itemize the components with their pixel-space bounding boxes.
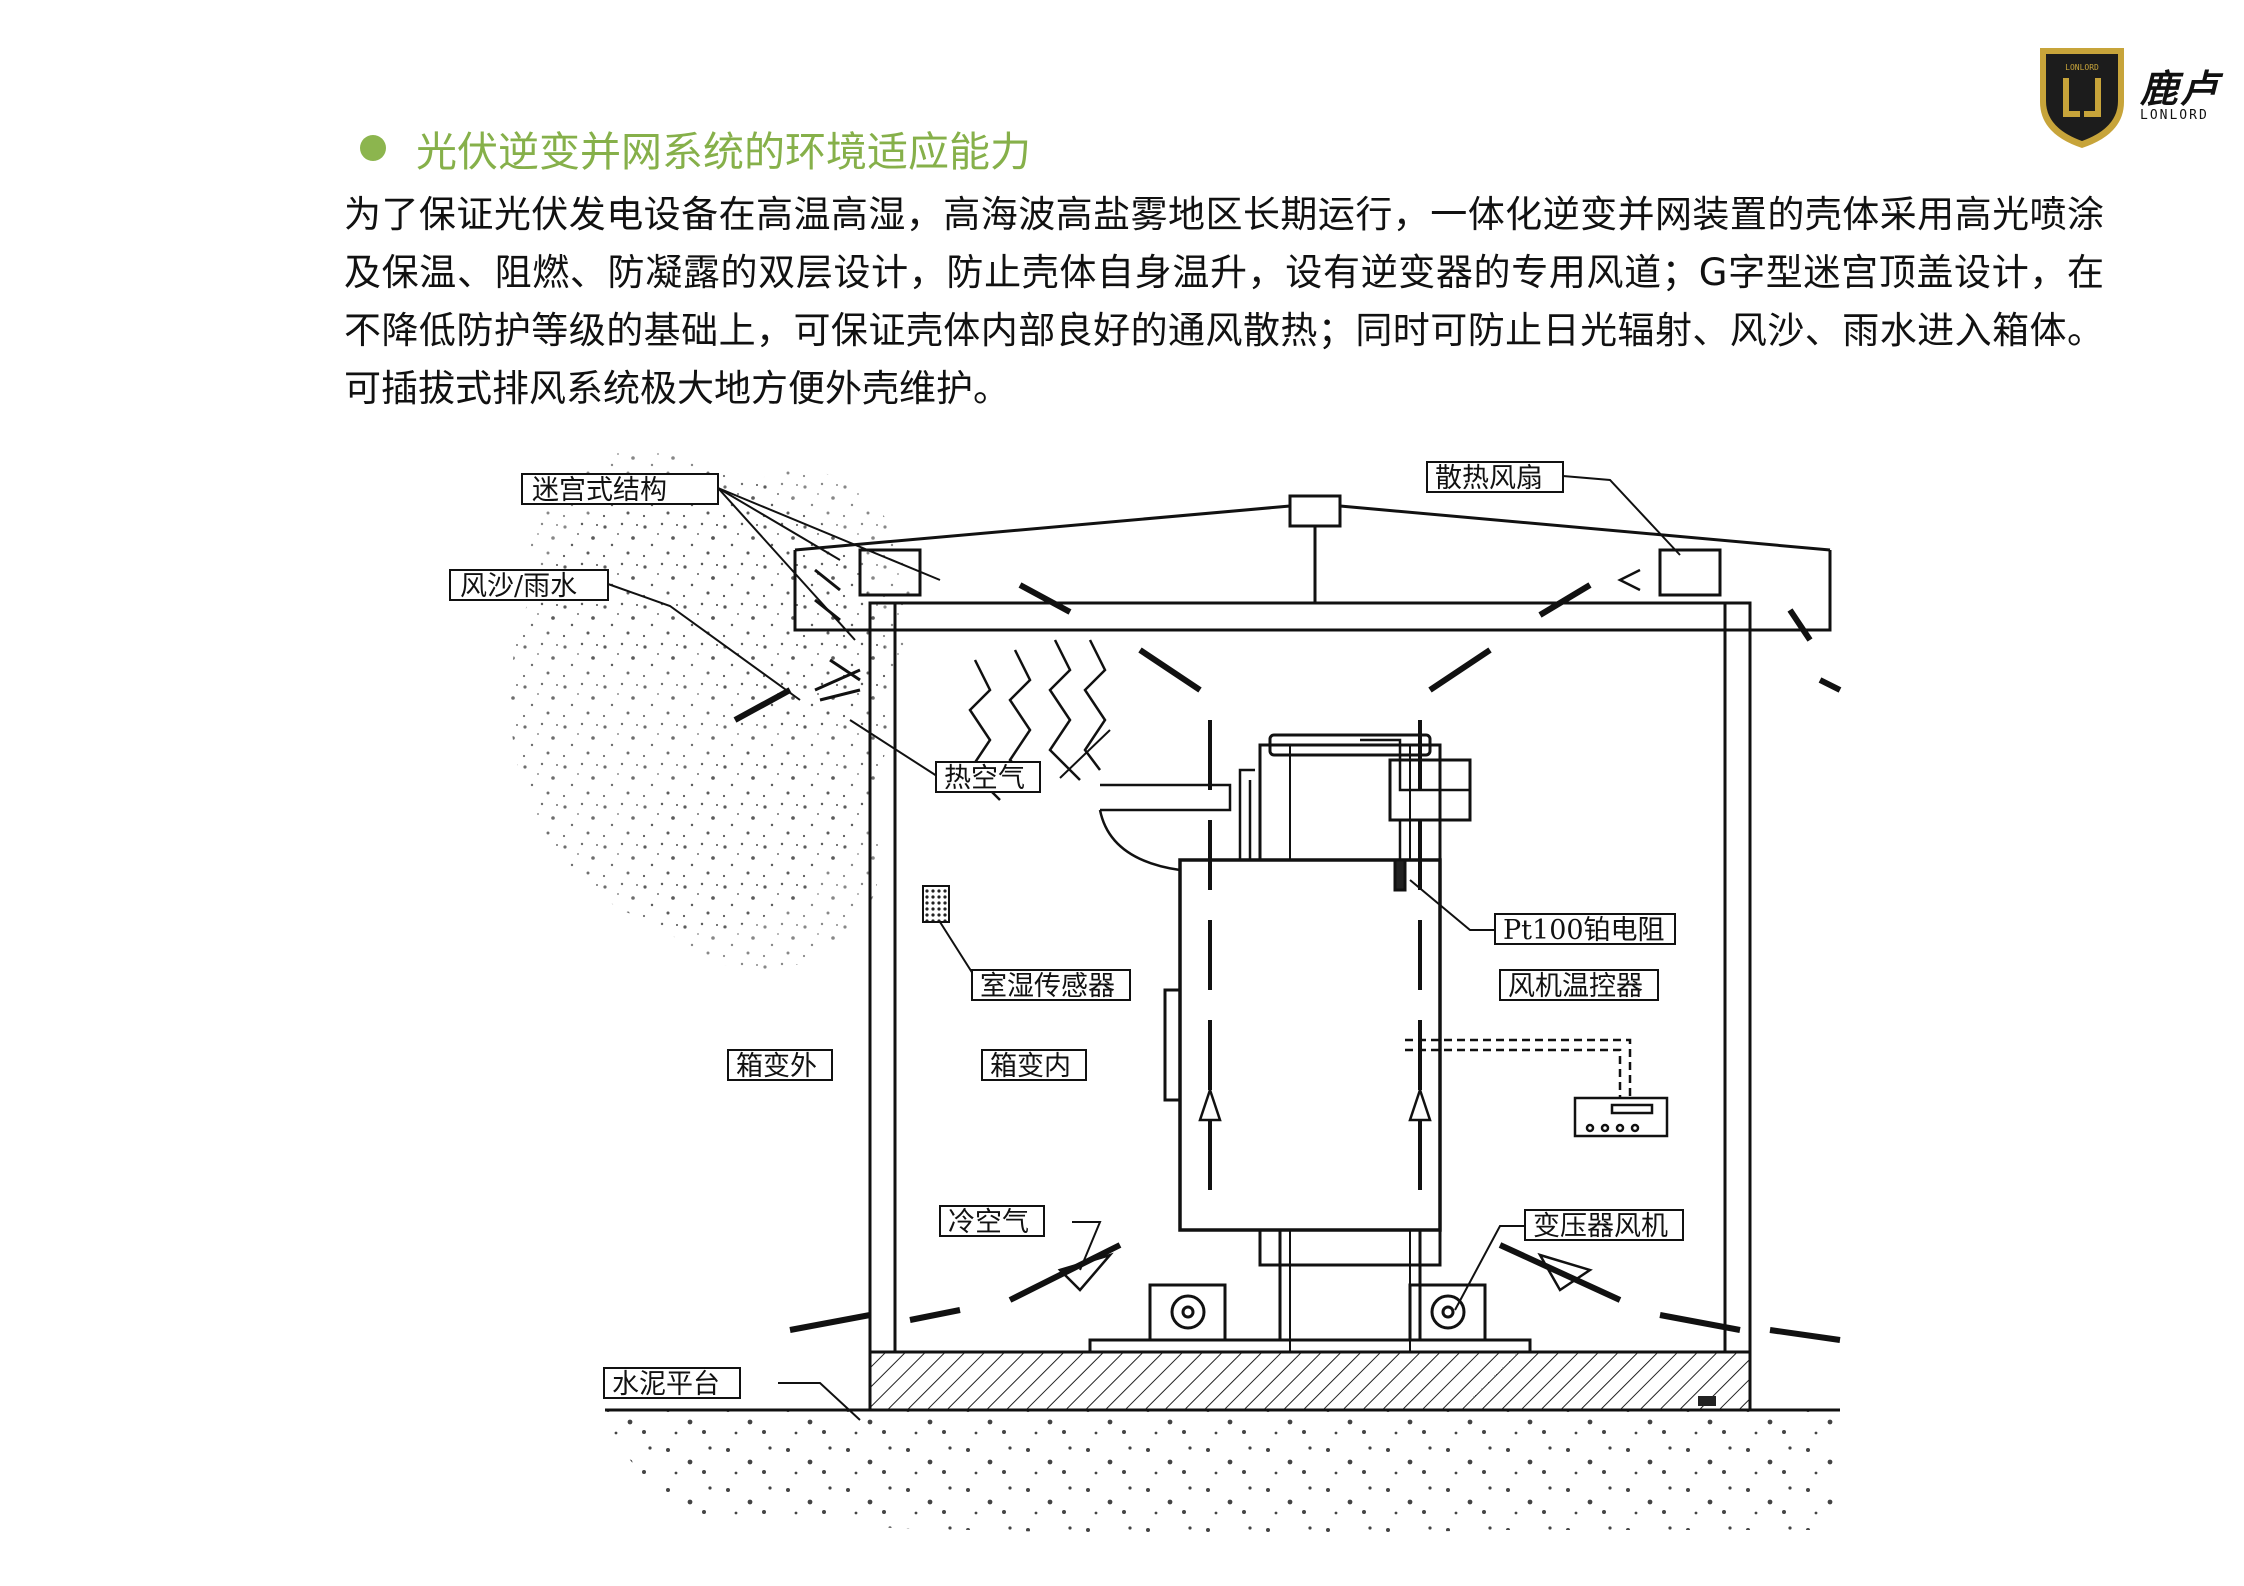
section-paragraph: 为了保证光伏发电设备在高温高湿，高海波高盐雾地区长期运行，一体化逆变并网装置的壳…: [344, 193, 2104, 410]
svg-text:风机温控器: 风机温控器: [1508, 971, 1643, 1002]
label-fan: 散热风扇: [1426, 461, 1564, 494]
airflow-dashes: [733, 582, 1842, 1343]
transformer-core: [1088, 733, 1532, 1354]
svg-text:箱变外: 箱变外: [736, 1051, 817, 1082]
fan-controller-icon: [1405, 1038, 1669, 1138]
cement-platform: [868, 1350, 1752, 1412]
brand-logo: LONLORD: [2040, 48, 2124, 148]
brand-name-en: LONLORD: [2140, 108, 2209, 123]
transformer-fan-icon: [1148, 1283, 1487, 1342]
svg-text:变压器风机: 变压器风机: [1533, 1211, 1668, 1242]
logo-shield-icon: LONLORD: [2040, 48, 2124, 148]
section-title: 光伏逆变并网系统的环境适应能力: [416, 128, 1031, 176]
svg-text:LONLORD: LONLORD: [2065, 63, 2099, 72]
drain-icon: [1698, 1396, 1716, 1406]
label-inside: 箱变内: [981, 1049, 1087, 1082]
label-cold-air: 冷空气: [939, 1205, 1045, 1238]
sand-rain-cloud: [510, 450, 910, 970]
up-arrow-icon: [1057, 568, 1641, 1292]
label-transformer-fan: 变压器风机: [1524, 1209, 1684, 1242]
label-humidity: 室湿传感器: [971, 969, 1131, 1002]
bullet-icon: [360, 135, 386, 161]
label-sand-rain: 风沙/雨水: [449, 569, 609, 602]
label-hot-air: 热空气: [935, 761, 1041, 794]
svg-text:迷宫式结构: 迷宫式结构: [532, 475, 667, 506]
ground-surface: [605, 1408, 1840, 1534]
svg-text:箱变内: 箱变内: [990, 1051, 1071, 1082]
svg-text:热空气: 热空气: [944, 763, 1025, 794]
svg-text:室湿传感器: 室湿传感器: [980, 971, 1115, 1002]
label-labyrinth: 迷宫式结构: [521, 473, 719, 506]
svg-text:水泥平台: 水泥平台: [612, 1369, 720, 1400]
svg-text:风沙/雨水: 风沙/雨水: [460, 571, 577, 602]
brand-name-cn: 鹿卢: [2140, 66, 2221, 111]
svg-text:散热风扇: 散热风扇: [1435, 463, 1543, 494]
label-outside: 箱变外: [727, 1049, 833, 1082]
humidity-sensor-icon: [922, 885, 950, 923]
label-fan-controller: 风机温控器: [1499, 969, 1659, 1002]
section-heading: 光伏逆变并网系统的环境适应能力: [360, 118, 1031, 178]
svg-text:冷空气: 冷空气: [948, 1207, 1029, 1238]
enclosure-body: [793, 494, 1832, 1354]
label-cement: 水泥平台: [603, 1367, 741, 1400]
label-pt100: Pt100铂电阻: [1494, 913, 1676, 946]
svg-text:Pt100铂电阻: Pt100铂电阻: [1503, 915, 1665, 946]
